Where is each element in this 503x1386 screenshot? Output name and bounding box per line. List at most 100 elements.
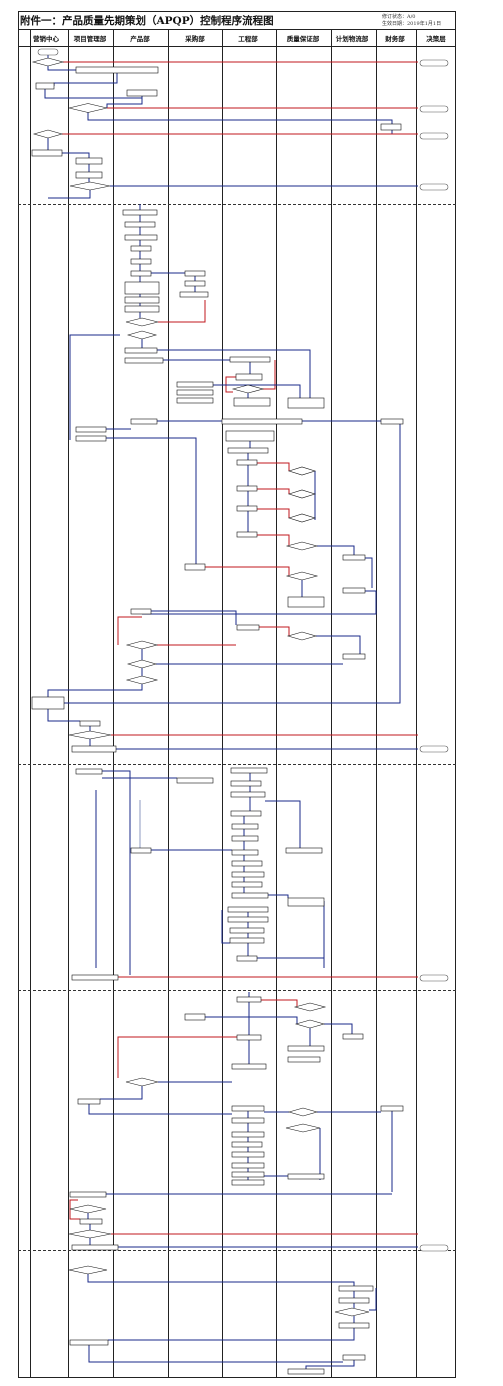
lane-header-finance: 财务部 <box>385 35 405 43</box>
decision-diamond <box>285 1123 321 1133</box>
revision-status: 修订状态：A/0 <box>382 14 416 20</box>
flow-connector <box>87 1274 355 1286</box>
decision-diamond <box>125 1077 159 1087</box>
process-box <box>236 485 258 492</box>
decision-diamond <box>285 571 319 581</box>
process-box <box>176 777 214 784</box>
decision-diamond <box>68 1229 112 1239</box>
decision-diamond <box>231 384 265 394</box>
decision-diamond <box>125 640 159 650</box>
process-box <box>231 860 263 867</box>
process-box <box>380 123 402 131</box>
process-box <box>225 430 275 442</box>
process-box <box>233 397 271 407</box>
flow-connector <box>102 770 131 975</box>
process-box <box>130 270 152 277</box>
process-box <box>184 1013 206 1021</box>
flow-connector <box>305 1360 355 1369</box>
process-box <box>221 418 303 425</box>
effective-date: 生效日期：2019年1月1日 <box>382 21 442 27</box>
decision-diamond <box>125 675 159 685</box>
connector-layer <box>44 55 418 1369</box>
flow-connector <box>69 1199 80 1220</box>
lane-header-quality: 质量保证部 <box>286 35 320 43</box>
lane-divider <box>113 30 114 1378</box>
process-box <box>380 1105 404 1112</box>
decision-diamond <box>31 57 65 67</box>
process-box <box>184 270 206 277</box>
flow-connector <box>88 1104 232 1115</box>
lane-divider <box>276 30 277 1378</box>
process-box <box>230 780 262 787</box>
flow-connector <box>69 334 120 440</box>
flow-connector <box>369 1288 377 1311</box>
flow-connector <box>53 73 118 86</box>
decision-diamond <box>68 730 112 740</box>
process-box <box>338 1297 370 1304</box>
decision-diamond <box>69 181 111 191</box>
process-box <box>231 1141 263 1148</box>
decision-diamond <box>68 1265 108 1275</box>
process-box <box>69 1191 107 1198</box>
decision-diamond <box>125 317 159 327</box>
process-box <box>71 1244 119 1251</box>
process-box <box>342 653 366 660</box>
phase-label-column-divider <box>30 30 31 1378</box>
process-box <box>338 1285 374 1292</box>
process-box <box>231 849 259 856</box>
process-box <box>130 418 158 425</box>
flowchart-frame <box>18 11 456 1378</box>
lane-header-product: 产品部 <box>130 35 150 43</box>
decision-diamond <box>285 541 319 551</box>
flow-connector <box>257 508 290 518</box>
process-box <box>130 608 152 615</box>
process-box <box>75 768 103 775</box>
process-box <box>130 258 152 265</box>
process-box <box>236 531 258 538</box>
process-box <box>124 234 158 241</box>
flow-connector <box>47 66 76 71</box>
process-box <box>124 357 164 364</box>
process-box <box>75 426 107 433</box>
decision-diamond <box>334 1307 370 1317</box>
lane-header-project: 项目管理部 <box>73 35 107 43</box>
process-box <box>69 1339 109 1346</box>
decision-diamond <box>287 513 317 523</box>
process-box <box>130 245 152 252</box>
decision-diamond <box>286 631 318 641</box>
flow-connector <box>205 566 290 576</box>
process-box <box>176 389 214 396</box>
process-box <box>236 955 258 962</box>
lane-divider <box>222 30 223 1378</box>
lane-header-decision: 决策层 <box>426 35 446 43</box>
process-box <box>35 82 55 90</box>
flow-connector <box>257 534 290 546</box>
process-box <box>231 871 265 878</box>
flow-connector <box>365 557 373 588</box>
flow-connector <box>268 894 289 898</box>
process-box <box>342 1354 366 1361</box>
flow-connector <box>205 1016 298 1024</box>
process-box <box>236 459 258 466</box>
process-box <box>179 291 209 298</box>
flow-connector <box>157 349 311 398</box>
process-box <box>31 696 65 710</box>
lane-divider <box>416 30 417 1378</box>
process-box <box>75 66 159 74</box>
process-box <box>230 767 268 774</box>
process-box <box>342 554 366 561</box>
process-box <box>287 1045 325 1052</box>
process-box <box>124 221 156 228</box>
flow-connector <box>117 616 142 645</box>
process-box <box>231 1117 265 1124</box>
decision-diamond <box>287 489 317 499</box>
decision-diamond <box>293 1002 327 1012</box>
flow-connector <box>47 684 143 697</box>
process-box <box>229 927 265 934</box>
process-box <box>231 1151 265 1158</box>
flow-connector <box>106 437 197 564</box>
lane-header-planning: 计划物流部 <box>335 35 369 43</box>
flow-connector <box>317 545 355 555</box>
terminator <box>419 974 449 982</box>
